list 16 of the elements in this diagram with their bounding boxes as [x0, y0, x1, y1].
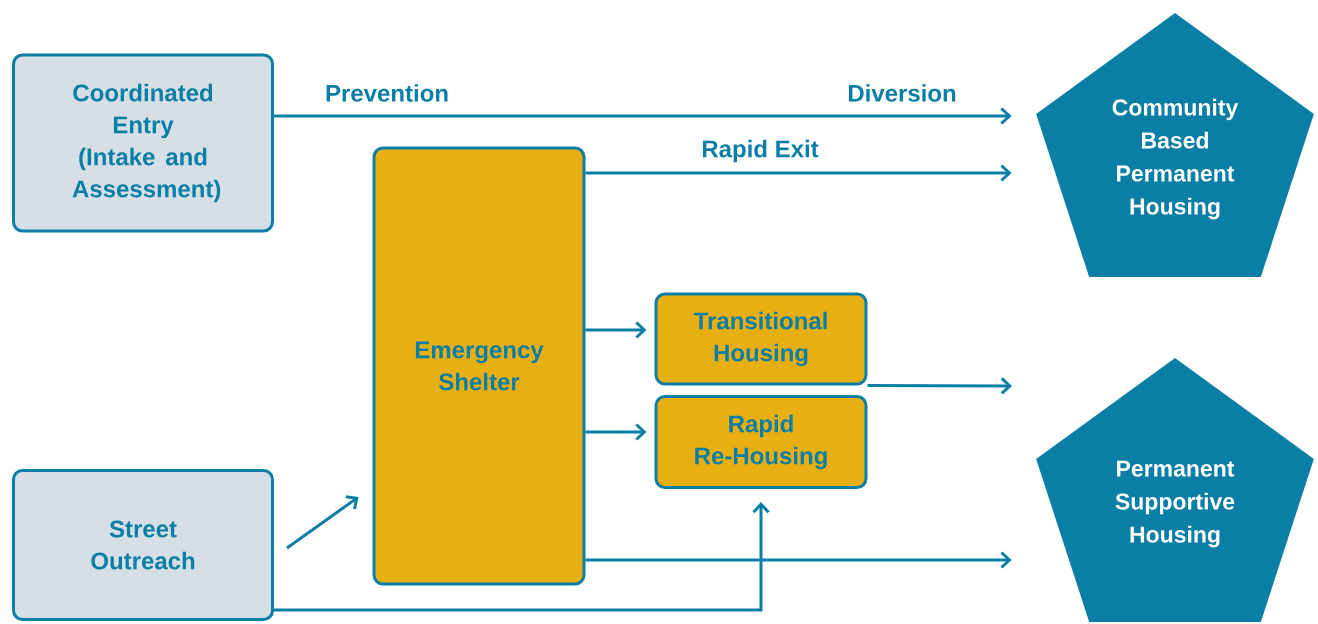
arrow: [274, 502, 770, 612]
process-box: Rapid Re-Housing: [654, 395, 868, 489]
arrow: [585, 423, 647, 441]
process-box: Coordinated Entry (Intake and Assessment): [12, 53, 274, 233]
edge-label: Rapid Exit: [702, 139, 819, 163]
edge-label: Prevention: [326, 84, 448, 102]
arrow: [867, 377, 1012, 395]
arrow: [585, 164, 1012, 182]
arrow: [274, 107, 1012, 125]
process-box: Street Outreach: [12, 469, 274, 621]
process-box: Transitional Housing: [654, 292, 868, 386]
arrow: [585, 321, 647, 339]
flow-label: Diversion: [848, 84, 956, 102]
arrow: [286, 495, 359, 550]
process-box: Emergency Shelter: [372, 146, 586, 586]
arrow: [585, 551, 1012, 569]
